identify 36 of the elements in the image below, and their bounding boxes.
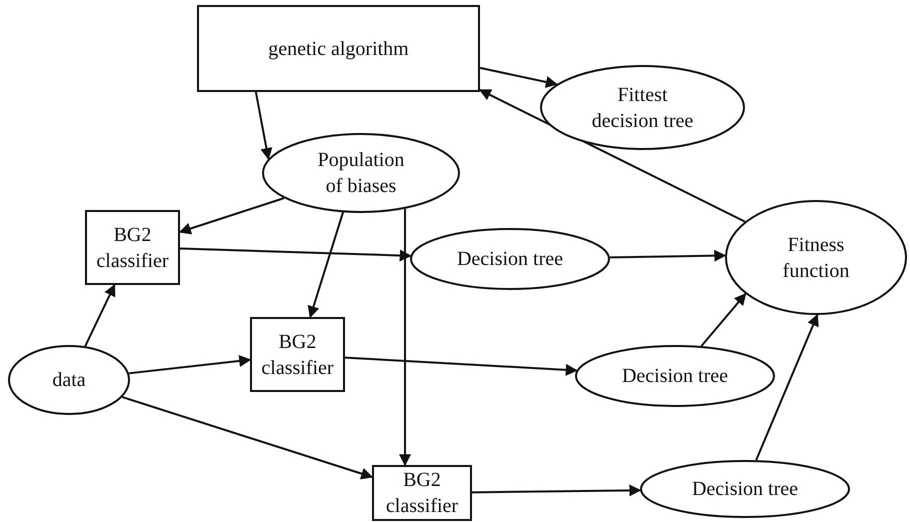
arrow	[308, 212, 344, 318]
ellipse-node	[575, 345, 775, 407]
ellipse-node	[262, 133, 460, 213]
ellipse-node	[640, 460, 850, 518]
node-label: Decision tree	[456, 247, 564, 272]
arrow	[755, 314, 819, 461]
node-label: BG2 classifier	[384, 468, 460, 519]
arrow	[472, 484, 642, 496]
arrow	[180, 248, 412, 262]
node-label: genetic algorithm	[267, 36, 410, 62]
arrow	[122, 396, 374, 480]
arrow	[480, 66, 558, 88]
arrow	[700, 292, 746, 347]
arrow	[399, 208, 411, 466]
ellipse-node	[8, 345, 130, 415]
process-box	[372, 465, 472, 521]
node-label: data	[51, 368, 87, 393]
process-box	[197, 5, 480, 92]
node-label: Decision tree	[620, 364, 730, 389]
node-label: BG2 classifier	[260, 330, 335, 380]
node-label: Population of biases	[316, 148, 406, 199]
process-box	[250, 317, 345, 392]
node-label: BG2 classifier	[95, 222, 170, 274]
arrow	[128, 355, 252, 374]
arrow	[610, 250, 726, 262]
ellipse-node	[725, 200, 907, 315]
node-label: Fittest decision tree	[590, 82, 694, 134]
ellipse-node	[410, 228, 610, 290]
arrow	[254, 92, 272, 160]
node-label: Decision tree	[690, 477, 800, 502]
arrow	[344, 356, 578, 376]
arrow	[84, 284, 116, 347]
node-label: Fitness function	[782, 232, 850, 284]
arrow	[178, 197, 284, 234]
process-box	[85, 210, 180, 285]
ellipse-node	[540, 65, 745, 150]
